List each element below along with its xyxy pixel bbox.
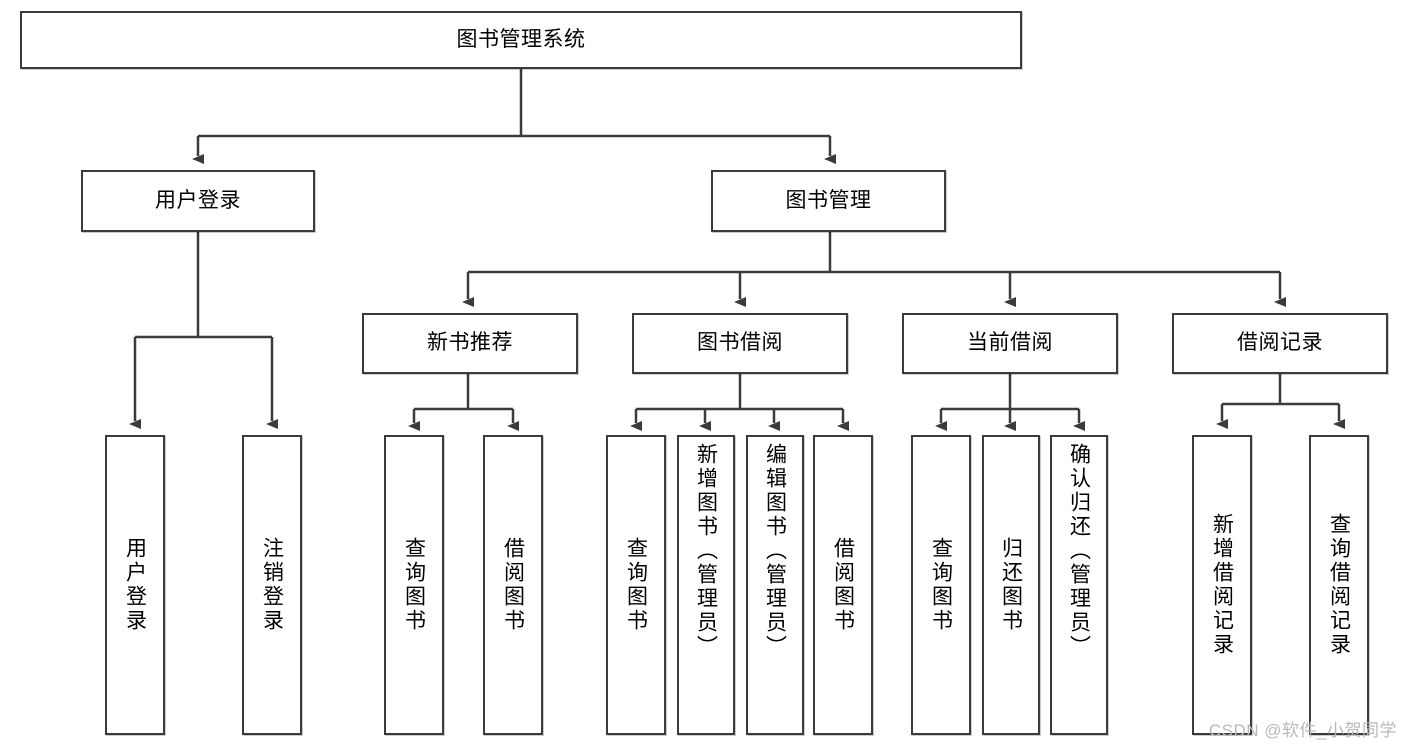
node-book-borrow[interactable]: 图书借阅 bbox=[632, 313, 848, 374]
node-label: 借阅图书 bbox=[501, 537, 525, 633]
node-current-borrow[interactable]: 当前借阅 bbox=[902, 313, 1118, 374]
node-user-login[interactable]: 用户登录 bbox=[81, 170, 315, 232]
connector-bookmgmt-to-level3 bbox=[462, 232, 1286, 307]
connector-borrow-to-leaves bbox=[630, 374, 849, 431]
node-leaf-borrow-book-recommend[interactable]: 借阅图书 bbox=[483, 435, 543, 735]
node-label: 图书借阅 bbox=[697, 331, 783, 355]
node-leaf-query-borrow-record[interactable]: 查询借阅记录 bbox=[1309, 435, 1369, 735]
node-root-system[interactable]: 图书管理系统 bbox=[20, 11, 1022, 69]
node-label: 注销登录 bbox=[260, 537, 284, 633]
node-label: 编辑图书（管理员） bbox=[763, 443, 787, 659]
node-leaf-return-book[interactable]: 归还图书 bbox=[982, 435, 1040, 735]
node-label: 查询图书 bbox=[624, 537, 648, 633]
node-label: 确认归还（管理员） bbox=[1067, 443, 1091, 659]
node-leaf-query-book-borrow[interactable]: 查询图书 bbox=[606, 435, 666, 735]
node-leaf-add-borrow-record[interactable]: 新增借阅记录 bbox=[1192, 435, 1252, 735]
node-label: 用户登录 bbox=[123, 537, 147, 633]
node-new-book-recommend[interactable]: 新书推荐 bbox=[362, 313, 578, 374]
node-book-management[interactable]: 图书管理 bbox=[711, 170, 946, 232]
node-leaf-query-book-current[interactable]: 查询图书 bbox=[911, 435, 971, 735]
connector-current-to-leaves bbox=[935, 374, 1085, 431]
node-borrow-record[interactable]: 借阅记录 bbox=[1172, 313, 1388, 374]
node-label: 查询图书 bbox=[402, 537, 426, 633]
connector-newbook-to-leaves bbox=[408, 374, 519, 431]
node-label: 用户登录 bbox=[155, 188, 241, 212]
node-label: 新书推荐 bbox=[427, 331, 513, 355]
node-leaf-add-book-admin[interactable]: 新增图书（管理员） bbox=[677, 435, 735, 735]
node-leaf-confirm-return-admin[interactable]: 确认归还（管理员） bbox=[1050, 435, 1108, 735]
node-label: 归还图书 bbox=[999, 537, 1023, 633]
connector-root-to-level2 bbox=[192, 69, 836, 164]
node-label: 新增图书（管理员） bbox=[694, 443, 718, 659]
node-label: 查询图书 bbox=[929, 537, 953, 633]
node-leaf-user-login[interactable]: 用户登录 bbox=[105, 435, 165, 735]
node-label: 借阅记录 bbox=[1237, 331, 1323, 355]
watermark-text: CSDN @软件_小贺同学 bbox=[1208, 721, 1397, 740]
node-leaf-borrow-book[interactable]: 借阅图书 bbox=[813, 435, 873, 735]
node-label: 借阅图书 bbox=[831, 537, 855, 633]
connector-userlogin-to-leaves bbox=[129, 232, 278, 429]
node-leaf-user-logout[interactable]: 注销登录 bbox=[242, 435, 302, 735]
node-label: 新增借阅记录 bbox=[1210, 513, 1234, 657]
node-label: 图书管理系统 bbox=[456, 27, 586, 51]
node-label: 查询借阅记录 bbox=[1327, 513, 1351, 657]
node-leaf-edit-book-admin[interactable]: 编辑图书（管理员） bbox=[746, 435, 804, 735]
node-label: 当前借阅 bbox=[967, 331, 1053, 355]
connector-record-to-leaves bbox=[1216, 374, 1345, 429]
node-leaf-query-book-recommend[interactable]: 查询图书 bbox=[384, 435, 444, 735]
node-label: 图书管理 bbox=[785, 188, 872, 212]
